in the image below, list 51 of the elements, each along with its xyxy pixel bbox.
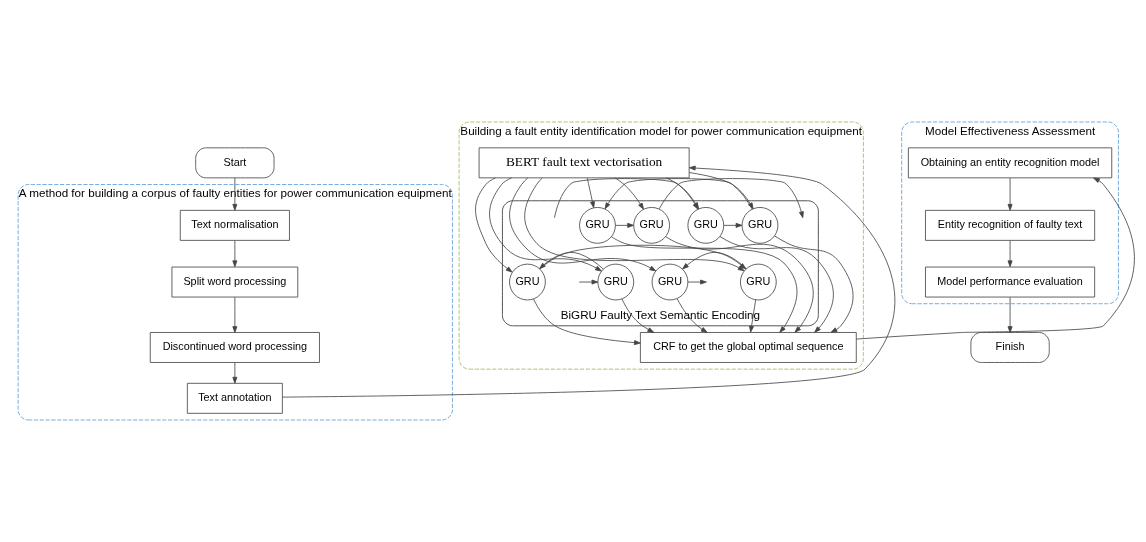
node-box: Entity recognition of faulty text xyxy=(925,209,1096,241)
arrow xyxy=(539,244,747,270)
arrow xyxy=(682,252,747,270)
arrow xyxy=(719,236,834,333)
arrow xyxy=(586,177,595,209)
node-circle: GRU xyxy=(597,263,635,301)
node-box: BERT fault text vectorisation xyxy=(478,147,690,179)
node-box: Start xyxy=(195,147,275,179)
arrow xyxy=(774,235,854,333)
arrow xyxy=(509,177,657,272)
arrow xyxy=(855,177,1135,340)
arrow xyxy=(232,240,238,268)
node-box: Model performance evaluation xyxy=(925,266,1096,298)
arrow xyxy=(578,279,599,285)
arrow xyxy=(723,222,743,228)
node-circle: GRU xyxy=(579,207,616,244)
node-box: CRF to get the global optimal sequence xyxy=(639,332,857,363)
node-circle: GRU xyxy=(633,207,670,244)
node-box: Discontinued word processing xyxy=(149,332,320,363)
arrow xyxy=(611,236,798,333)
arrow xyxy=(554,178,699,219)
arrow xyxy=(232,362,238,384)
arrow xyxy=(533,298,641,346)
node-box: Split word processing xyxy=(171,266,299,298)
node-box: Finish xyxy=(970,332,1050,363)
arrow xyxy=(232,177,238,211)
node-circle: GRU xyxy=(741,207,779,244)
arrow xyxy=(1007,240,1013,268)
arrow xyxy=(665,236,814,333)
arrow xyxy=(232,296,238,333)
arrow xyxy=(475,177,513,273)
arrow xyxy=(687,279,707,285)
arrow xyxy=(489,177,602,272)
node-box: Obtaining an entity recognition model xyxy=(907,147,1113,179)
arrow xyxy=(604,178,753,210)
arrow xyxy=(614,177,644,210)
arrow xyxy=(621,298,655,333)
node-box: Text annotation xyxy=(186,382,283,414)
node-box: Text normalisation xyxy=(179,209,290,241)
arrow xyxy=(282,165,896,398)
arrow xyxy=(1007,177,1013,211)
arrow xyxy=(1007,296,1013,333)
arrow xyxy=(539,252,604,270)
node-circle: GRU xyxy=(687,207,725,244)
arrow xyxy=(658,178,804,219)
arrow xyxy=(749,299,757,333)
arrow xyxy=(666,177,699,210)
arrow xyxy=(688,172,754,210)
arrow xyxy=(676,298,708,333)
arrow xyxy=(524,177,745,272)
arrow xyxy=(615,222,634,228)
